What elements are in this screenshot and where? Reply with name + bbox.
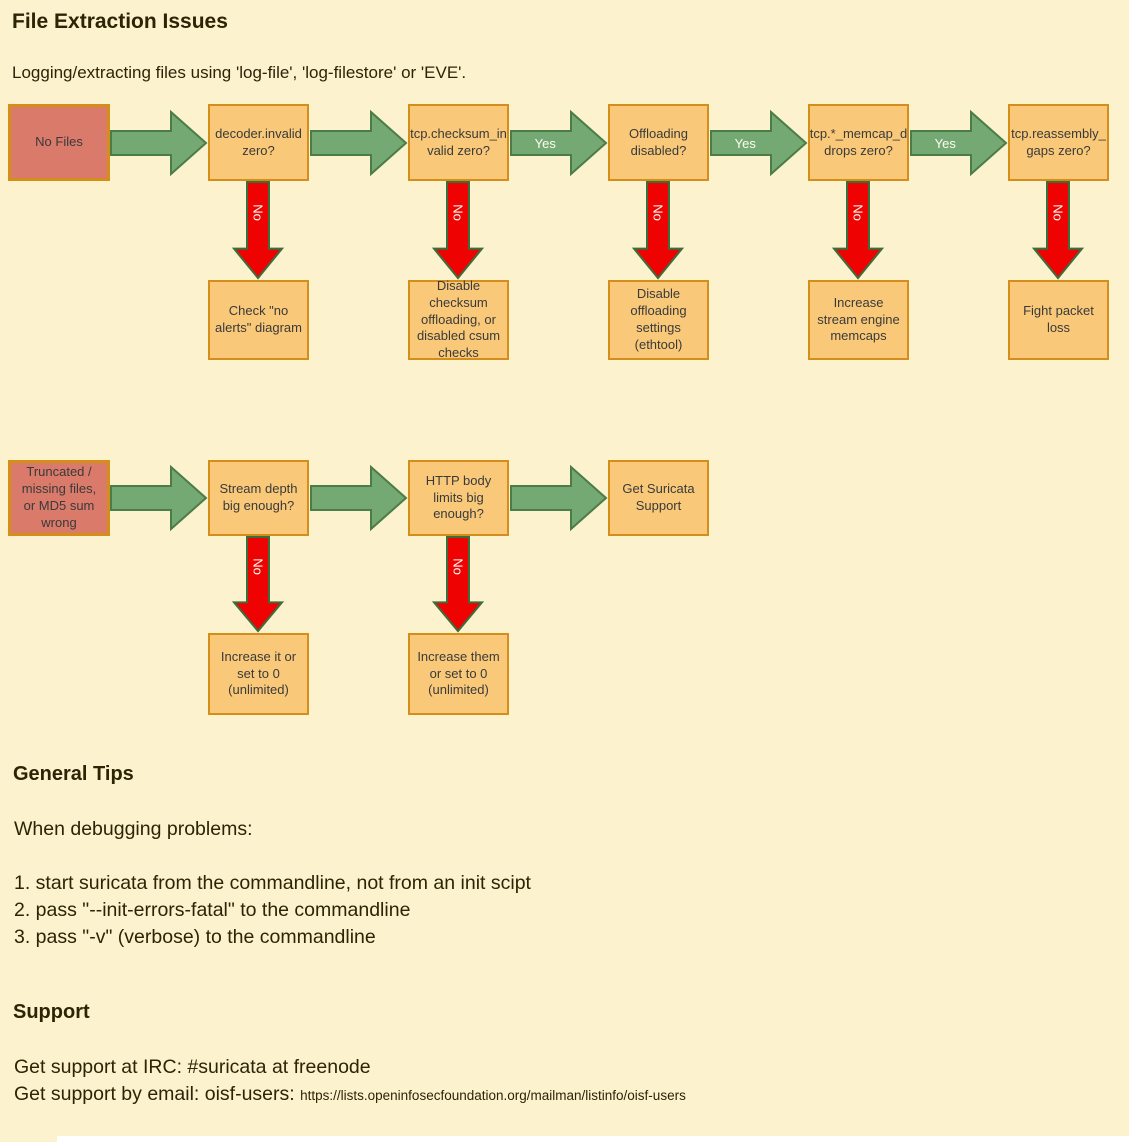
arrow-right-shape	[510, 109, 608, 177]
arrow-right-shape	[310, 109, 408, 177]
page-subtitle: Logging/extracting files using 'log-file…	[12, 63, 467, 82]
flow1-action-box-1: Check "no alerts" diagram	[208, 280, 309, 360]
flow2-end-box: Get Suricata Support	[608, 460, 709, 536]
bottom-white-strip	[57, 1136, 1129, 1142]
support-email-prefix: Get support by email: oisf-users:	[14, 1083, 295, 1105]
arrow-down-shape	[231, 536, 285, 633]
tips-item-3: 3. pass "-v" (verbose) to the commandlin…	[14, 926, 376, 948]
tips-intro: When debugging problems:	[14, 818, 253, 840]
tips-item-1: 1. start suricata from the commandline, …	[14, 872, 531, 894]
arrow-yes-label: Yes	[934, 135, 956, 151]
flow2-action-box-2: Increase them or set to 0 (unlimited)	[408, 633, 509, 715]
arrow-down-no-icon: No	[430, 536, 486, 633]
arrow-right-shape	[110, 109, 208, 177]
tips-item-2: 2. pass "--init-errors-fatal" to the com…	[14, 899, 411, 921]
arrow-down-no-icon: No	[1030, 181, 1086, 280]
support-email-line: Get support by email: oisf-users: https:…	[14, 1083, 686, 1106]
flow1-question-box-1: decoder.invalid zero?	[208, 104, 309, 181]
flow1-question-box-3: Offloading disabled?	[608, 104, 709, 181]
arrow-right-icon	[510, 460, 608, 536]
support-email-url: https://lists.openinfosecfoundation.org/…	[300, 1088, 686, 1103]
flow2-question-box-1: Stream depth big enough?	[208, 460, 309, 536]
flow1-question-box-2: tcp.checksum_in valid zero?	[408, 104, 509, 181]
arrow-down-shape	[1031, 181, 1085, 280]
arrow-right-shape	[710, 109, 808, 177]
arrow-right-yes-icon: Yes	[710, 105, 808, 181]
arrow-right-shape	[310, 464, 408, 532]
arrow-right-icon	[110, 105, 208, 181]
flow1-action-box-5: Fight packet loss	[1008, 280, 1109, 360]
arrow-no-label: No	[1050, 203, 1066, 221]
arrow-right-icon	[310, 105, 408, 181]
arrow-no-label: No	[450, 558, 466, 576]
arrow-no-label: No	[450, 203, 466, 221]
arrow-down-no-icon: No	[830, 181, 886, 280]
page-title: File Extraction Issues	[12, 10, 228, 33]
flow1-action-box-3: Disable offloading settings (ethtool)	[608, 280, 709, 360]
flow1-start-box: No Files	[8, 104, 110, 181]
arrow-right-icon	[110, 460, 208, 536]
flow1-action-box-4: Increase stream engine memcaps	[808, 280, 909, 360]
arrow-down-shape	[431, 181, 485, 280]
arrow-no-label: No	[250, 203, 266, 221]
arrow-right-shape	[110, 464, 208, 532]
support-heading: Support	[13, 1001, 90, 1023]
flow1-action-box-2: Disable checksum offloading, or disabled…	[408, 278, 509, 360]
arrow-right-icon	[310, 460, 408, 536]
arrow-right-shape	[910, 109, 1008, 177]
arrow-down-no-icon: No	[630, 181, 686, 280]
support-irc-line: Get support at IRC: #suricata at freenod…	[14, 1056, 371, 1078]
arrow-no-label: No	[650, 203, 666, 221]
arrow-right-yes-icon: Yes	[510, 105, 608, 181]
flow1-question-box-5: tcp.reassembly_ gaps zero?	[1008, 104, 1109, 181]
flow2-action-box-1: Increase it or set to 0 (unlimited)	[208, 633, 309, 715]
arrow-down-no-icon: No	[230, 536, 286, 633]
arrow-right-yes-icon: Yes	[910, 105, 1008, 181]
arrow-yes-label: Yes	[734, 135, 756, 151]
arrow-down-shape	[831, 181, 885, 280]
arrow-down-no-icon: No	[430, 181, 486, 280]
flow2-start-box: Truncated / missing files, or MD5 sum wr…	[8, 460, 110, 536]
arrow-right-shape	[510, 464, 608, 532]
arrow-down-shape	[631, 181, 685, 280]
arrow-no-label: No	[850, 203, 866, 221]
arrow-yes-label: Yes	[534, 135, 556, 151]
general-tips-heading: General Tips	[13, 763, 134, 785]
flow1-question-box-4: tcp.*_memcap_d drops zero?	[808, 104, 909, 181]
arrow-down-shape	[431, 536, 485, 633]
arrow-no-label: No	[250, 558, 266, 576]
arrow-down-shape	[231, 181, 285, 280]
flow2-question-box-2: HTTP body limits big enough?	[408, 460, 509, 536]
arrow-down-no-icon: No	[230, 181, 286, 280]
